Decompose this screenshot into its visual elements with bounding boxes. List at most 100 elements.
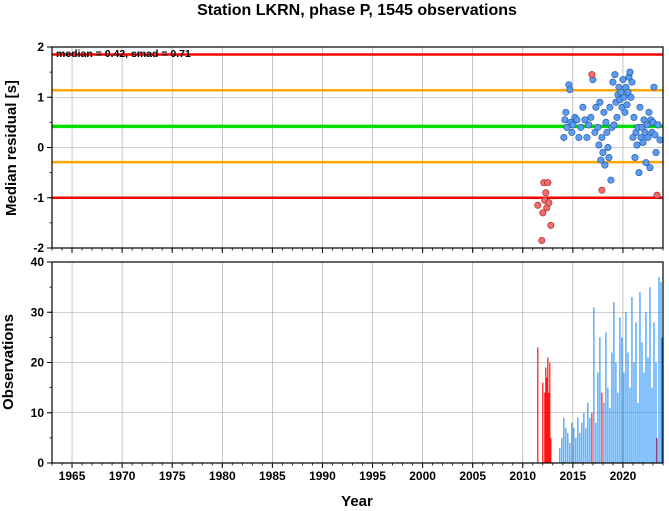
residual-point-outlier <box>539 209 547 217</box>
residual-point-good <box>631 154 639 162</box>
residual-point-good <box>561 116 569 124</box>
x-tick-label: 1970 <box>109 469 136 483</box>
residual-point-good <box>568 128 576 136</box>
observations-bar-good <box>617 392 619 463</box>
observations-bar-good <box>641 342 643 463</box>
observations-bar-good <box>651 387 653 463</box>
observations-bar-good <box>627 352 629 463</box>
residual-point-good <box>598 133 606 141</box>
observations-bar-good <box>643 372 645 463</box>
residual-point-good <box>650 83 658 91</box>
x-tick-label: 2005 <box>459 469 486 483</box>
observations-bar-good <box>621 337 623 463</box>
residual-point-good <box>605 154 613 162</box>
residual-point-good <box>644 133 652 141</box>
x-tick-label: 1990 <box>309 469 336 483</box>
residual-point-good <box>604 144 612 152</box>
observations-bar-good <box>567 432 569 463</box>
x-tick-label: 1995 <box>359 469 386 483</box>
observations-bar-good <box>595 422 597 463</box>
observations-bar-outlier <box>544 392 546 463</box>
observations-bar-good <box>571 422 573 463</box>
observations-bar-good <box>573 427 575 463</box>
residual-point-good <box>587 113 595 121</box>
observations-bar-outlier <box>545 367 547 463</box>
observations-bar-good <box>569 442 571 463</box>
observations-bar-good <box>603 402 605 463</box>
observations-bar-good <box>660 282 662 463</box>
observations-bar-good <box>661 337 663 463</box>
observations-bar-good <box>615 362 617 463</box>
residual-y-tick-label: -1 <box>33 191 44 205</box>
observations-y-tick-label: 40 <box>31 255 45 269</box>
residual-point-good <box>573 116 581 124</box>
residual-point-good <box>656 136 664 144</box>
observations-y-tick-label: 20 <box>31 356 45 370</box>
residual-point-good <box>635 169 643 177</box>
residual-point-good <box>621 108 629 116</box>
residual-x-tick-marks <box>51 248 664 253</box>
observations-bar-outlier <box>548 392 550 463</box>
residual-point-good <box>603 128 611 136</box>
x-tick-label: 1975 <box>159 469 186 483</box>
residual-point-good <box>624 88 632 96</box>
observations-bar-good <box>658 277 660 463</box>
residual-point-outlier <box>588 71 596 79</box>
year-x-axis-label: Year <box>341 493 373 510</box>
observations-bar-good <box>563 417 565 463</box>
residual-point-good <box>641 128 649 136</box>
residual-point-good <box>636 103 644 111</box>
x-tick-label: 2000 <box>409 469 436 483</box>
observations-bar-good <box>647 357 649 463</box>
chart-title: Station LKRN, phase P, 1545 observations <box>197 2 517 19</box>
observations-bar-good <box>623 372 625 463</box>
residual-point-good <box>643 121 651 129</box>
residual-point-good <box>609 78 617 86</box>
residual-point-good <box>566 86 574 94</box>
residual-point-good <box>626 68 634 76</box>
residual-point-good <box>645 108 653 116</box>
residual-point-good <box>629 133 637 141</box>
observations-bar-good <box>619 317 621 463</box>
residual-y-tick-label: 0 <box>37 141 44 155</box>
observations-bar-good <box>577 417 579 463</box>
observations-bar-good <box>611 352 613 463</box>
observations-bar-good <box>635 322 637 463</box>
observations-bar-good <box>583 412 585 463</box>
x-tick-label: 2015 <box>560 469 587 483</box>
observations-bar-good <box>575 437 577 463</box>
residual-point-good <box>652 149 660 157</box>
residual-point-good <box>601 161 609 169</box>
residual-point-good <box>569 121 577 129</box>
observations-bar-good <box>561 437 563 463</box>
residual-point-good <box>610 121 618 129</box>
residual-point-good <box>619 76 627 84</box>
observations-bar-good <box>631 297 633 463</box>
observations-bar-good <box>655 362 657 463</box>
observations-bar-good <box>559 447 561 463</box>
residual-y-tick-label: 1 <box>37 90 44 104</box>
residual-point-good <box>642 159 650 167</box>
residual-point-good <box>600 108 608 116</box>
residual-point-good <box>560 133 568 141</box>
observations-bar-outlier <box>601 392 603 463</box>
residual-point-good <box>633 141 641 149</box>
median-smad-annotation: median = 0.42, smad = 0.71 <box>56 48 191 60</box>
residual-point-good <box>607 176 615 184</box>
observations-bar-good <box>593 307 595 463</box>
observations-bar-good <box>609 407 611 463</box>
residual-point-good <box>592 103 600 111</box>
observations-bar-outlier <box>550 437 552 463</box>
observations-bar-good <box>625 312 627 463</box>
residual-point-good <box>596 98 604 106</box>
residual-point-good <box>620 93 628 101</box>
residual-y-axis-label: Median residual [s] <box>3 80 20 216</box>
residual-point-good <box>577 123 585 131</box>
residual-y-tick-label: 2 <box>37 40 44 54</box>
observations-bar-good <box>653 322 655 463</box>
residual-point-good <box>583 133 591 141</box>
observations-bar-good <box>599 337 601 463</box>
